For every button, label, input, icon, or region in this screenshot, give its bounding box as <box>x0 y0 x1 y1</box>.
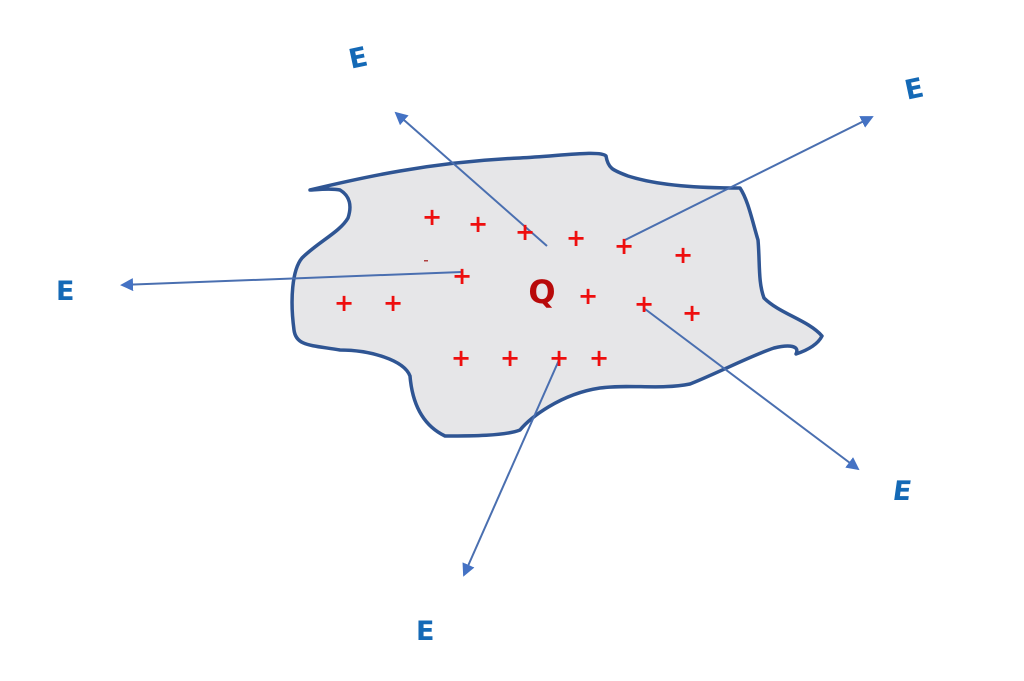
positive-charge-sign: + <box>588 344 610 372</box>
field-label-left: E <box>56 276 75 307</box>
positive-charge-sign: + <box>382 289 404 317</box>
field-arrow-bottom <box>462 359 560 577</box>
positive-charge-sign: + <box>681 299 703 327</box>
positive-charge-sign: + <box>421 203 443 231</box>
positive-charge-sign: + <box>565 224 587 252</box>
positive-charge-sign: + <box>499 344 521 372</box>
field-arrow-bottom-right <box>644 308 860 471</box>
field-arrow-top-left <box>394 111 548 247</box>
positive-charge-sign: + <box>613 232 635 260</box>
positive-charge-sign: + <box>548 344 570 372</box>
positive-charge-sign: + <box>514 218 536 246</box>
positive-charge-sign: + <box>333 289 355 317</box>
field-label-bottom-right: E <box>890 476 914 507</box>
positive-charge-sign: + <box>450 344 472 372</box>
field-arrow-top-right <box>624 116 874 241</box>
charged-body <box>290 151 824 438</box>
field-label-bottom: E <box>416 616 435 647</box>
stray-mark <box>424 260 428 262</box>
positive-charge-sign: + <box>451 262 473 290</box>
field-arrow-left <box>120 271 463 292</box>
charge-label-q: Q <box>528 273 556 311</box>
positive-charge-sign: + <box>672 241 694 269</box>
positive-charge-sign: + <box>633 290 655 318</box>
positive-charge-sign: + <box>577 282 599 310</box>
positive-charge-sign: + <box>467 210 489 238</box>
